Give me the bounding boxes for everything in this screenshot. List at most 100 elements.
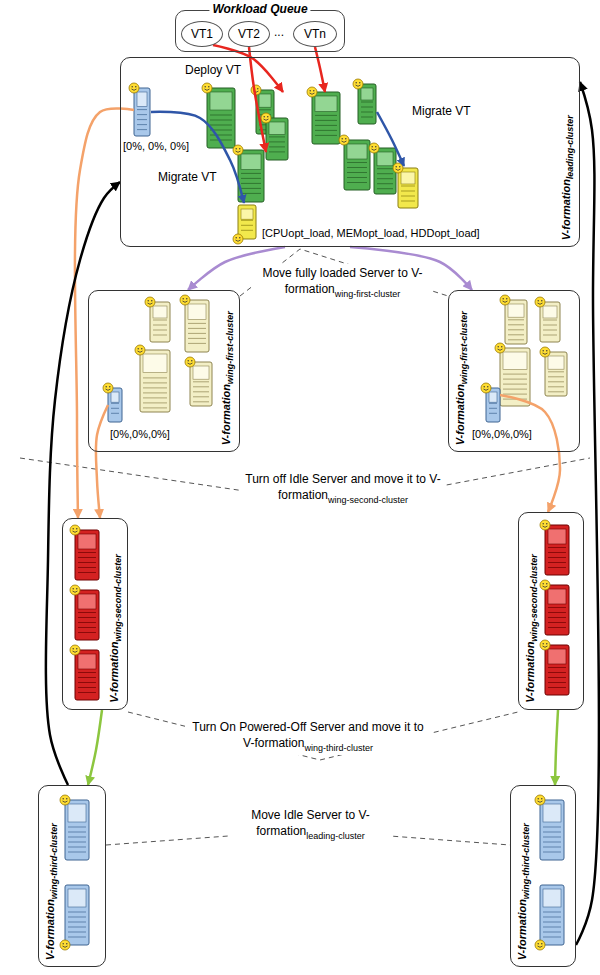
smiley-face: [481, 383, 491, 393]
server-icon: [135, 345, 170, 412]
load-vector: [0%,0%,0%]: [472, 428, 532, 441]
server-body: [75, 590, 99, 640]
server-panel: [503, 352, 527, 369]
server-icon: [481, 383, 500, 422]
server-bay: [68, 852, 86, 853]
smiley-face: [540, 520, 550, 530]
smiley-eye: [546, 643, 547, 644]
server-panel: [137, 92, 147, 106]
server-panel: [153, 306, 167, 318]
server-bay: [543, 847, 561, 848]
server-bay: [543, 832, 561, 833]
smiley-eye: [264, 116, 265, 117]
server-bay: [210, 125, 232, 126]
smiley-mouth: [543, 586, 548, 587]
server-bay: [188, 328, 206, 329]
smiley-face: [495, 343, 505, 353]
server-panel: [548, 589, 566, 604]
server-icon: [540, 347, 567, 396]
smiley-eye: [538, 943, 539, 944]
server-bay: [361, 107, 373, 108]
smiley-mouth: [63, 946, 68, 947]
smiley-face: [70, 645, 80, 655]
server-bay: [548, 627, 566, 628]
server-panel: [548, 529, 566, 544]
server-panel: [347, 144, 367, 159]
server-bay: [347, 182, 367, 183]
smiley-eye: [543, 643, 544, 644]
cluster-title: V-formationwing-second-cluster: [106, 554, 123, 703]
server-bay: [543, 320, 557, 321]
server-bay: [111, 403, 119, 404]
smiley-eye: [138, 348, 139, 349]
flow-arrow: [96, 405, 108, 518]
server-bay: [68, 937, 86, 938]
smiley-face: [540, 640, 550, 650]
cluster-box: V-formationwing-first-cluster: [88, 290, 240, 452]
smiley-disc: [540, 580, 550, 590]
server-bay: [315, 130, 337, 131]
server-bay: [68, 837, 86, 838]
smiley-mouth: [543, 646, 548, 647]
smiley-mouth: [148, 303, 153, 304]
server-bay: [543, 937, 561, 938]
server-icon: [535, 795, 564, 860]
cluster-subscript: wing-second-cluster: [529, 554, 539, 642]
server-body: [545, 352, 567, 396]
server-body: [266, 118, 288, 160]
smiley-disc: [495, 343, 505, 353]
server-panel: [543, 306, 557, 318]
smiley-eye: [239, 148, 240, 149]
smiley-eye: [109, 386, 110, 387]
server-icon: [185, 357, 212, 406]
smiley-face: [535, 297, 545, 307]
server-icon: [535, 885, 564, 950]
smiley-eye: [375, 146, 376, 147]
smiley-mouth: [264, 119, 269, 120]
server-bay: [543, 917, 561, 918]
cluster-title: V-formationwing-first-cluster: [452, 311, 469, 445]
server-bay: [68, 847, 86, 848]
smiley-mouth: [356, 85, 361, 86]
server-bay: [269, 146, 285, 147]
smiley-eye: [356, 82, 357, 83]
server-bay: [241, 193, 261, 194]
smiley-eye: [546, 583, 547, 584]
smiley-disc: [103, 383, 113, 393]
server-bay: [543, 922, 561, 923]
smiley-face: [70, 585, 80, 595]
task-name: VTn: [304, 27, 326, 41]
cluster-box: V-formationwing-second-cluster: [518, 512, 584, 710]
formation-guide-line: [128, 712, 518, 760]
server-bay: [377, 173, 393, 174]
smiley-disc: [202, 83, 212, 93]
flow-arrow: [500, 395, 560, 512]
server-bay: [377, 168, 393, 169]
server-bay: [193, 396, 209, 397]
server-body: [540, 302, 560, 342]
smiley-eye: [543, 523, 544, 524]
smiley-eye: [73, 648, 74, 649]
server-body: [185, 300, 209, 352]
server-bay: [78, 682, 96, 683]
server-bay: [543, 325, 557, 326]
server-bay: [377, 178, 393, 179]
cluster-subscript: leading-cluster: [565, 115, 575, 179]
server-body: [65, 800, 89, 860]
smiley-eye: [239, 237, 240, 238]
server-icon: [369, 143, 396, 194]
smiley-face: [60, 795, 70, 805]
server-bay: [137, 129, 147, 130]
server-bay: [78, 572, 96, 573]
smiley-eye: [236, 237, 237, 238]
smiley-face: [307, 87, 317, 97]
smiley-eye: [208, 86, 209, 87]
server-panel: [111, 392, 119, 402]
server-body: [75, 530, 99, 580]
action-label: Migrate VT: [412, 104, 471, 118]
server-bay: [548, 371, 564, 372]
flow-arrow: [315, 47, 325, 92]
smiley-eye: [76, 528, 77, 529]
smiley-disc: [70, 645, 80, 655]
smiley-eye: [359, 82, 360, 83]
